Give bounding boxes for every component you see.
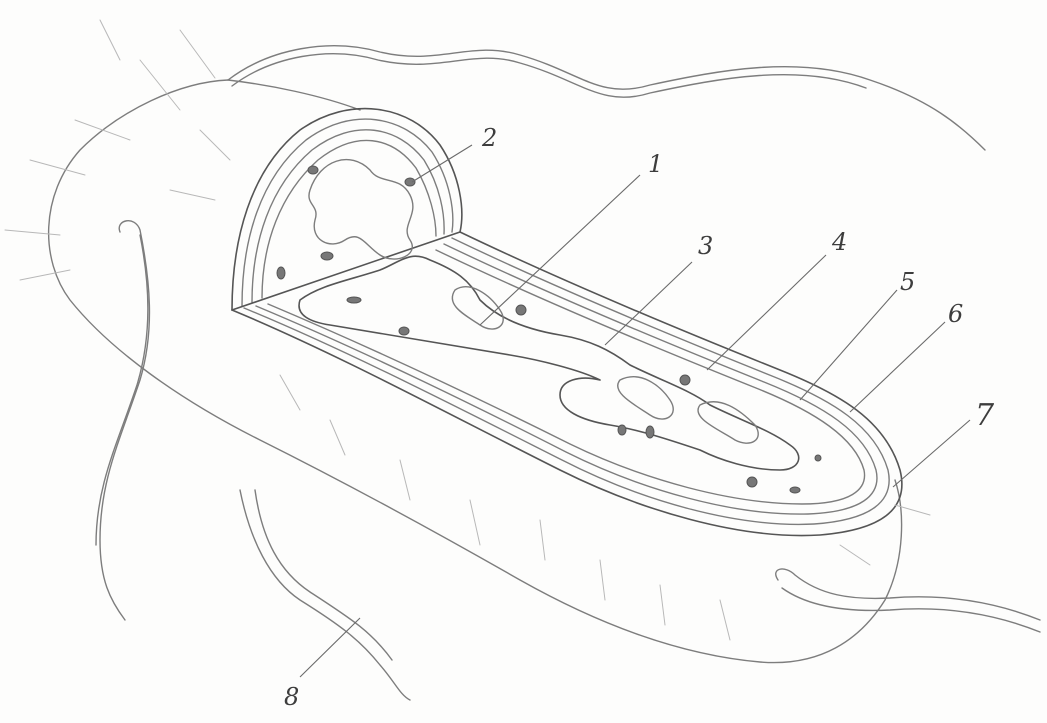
leader-4 [707,255,826,370]
leader-8 [300,618,360,677]
nucleoid [299,160,799,470]
pilus [660,585,665,625]
pilus [20,270,70,280]
label-2: 2 [481,124,497,152]
outer-capsule [49,80,902,663]
flagellum-right [776,569,1040,620]
granule [347,297,361,303]
pilus [330,420,345,455]
label-5: 5 [900,268,915,296]
pilus [280,375,300,410]
granule [516,305,526,315]
pilus [400,460,410,500]
flagella [96,46,1040,700]
pili [5,20,930,640]
labels: 1 2 3 4 5 6 7 8 [284,124,995,711]
capsule-outline [49,80,902,663]
pilus [100,20,120,60]
granule [646,426,654,438]
wall-layer-1 [242,119,453,306]
flagellum-top-inner [232,54,866,98]
leader-5 [800,290,897,400]
leader-2 [412,145,472,182]
body-side-outer [232,232,902,536]
label-8: 8 [284,683,299,711]
pilus [180,30,215,78]
leader-lines [300,145,970,677]
pilus [540,520,545,560]
granule [405,178,415,186]
pilus [600,560,605,600]
pilus [30,160,85,175]
pilus [840,545,870,565]
pilus [170,190,215,200]
cell-wall-layers [232,109,902,536]
nucleoid-upper-fold [309,160,413,259]
label-3: 3 [698,232,713,260]
granule [399,327,409,335]
granule [321,252,333,260]
flagellum-bottom [240,490,410,700]
granule [308,166,318,174]
nucleoid-loop-a [452,287,503,329]
pilus [470,500,480,545]
granule [618,425,626,435]
leader-6 [850,322,945,412]
granule [747,477,757,487]
granule [277,267,285,279]
flagellum-bottom-inner [255,490,392,660]
pilus [720,600,730,640]
pilus [75,120,130,140]
granule [680,375,690,385]
label-4: 4 [831,228,847,256]
nucleoid-loop-b [618,377,674,419]
cut-face-diagonal [232,232,460,310]
label-7: 7 [975,398,995,433]
nucleoid-outline [299,256,799,470]
label-1: 1 [648,150,663,178]
pilus [5,230,60,235]
pilus [895,505,930,515]
leader-7 [893,420,970,487]
label-6: 6 [948,300,963,328]
pilus [200,130,230,160]
flagellum-right-inner [782,588,1040,632]
granule [790,487,800,493]
granule [815,455,821,461]
capsule-top-edge [228,80,360,110]
